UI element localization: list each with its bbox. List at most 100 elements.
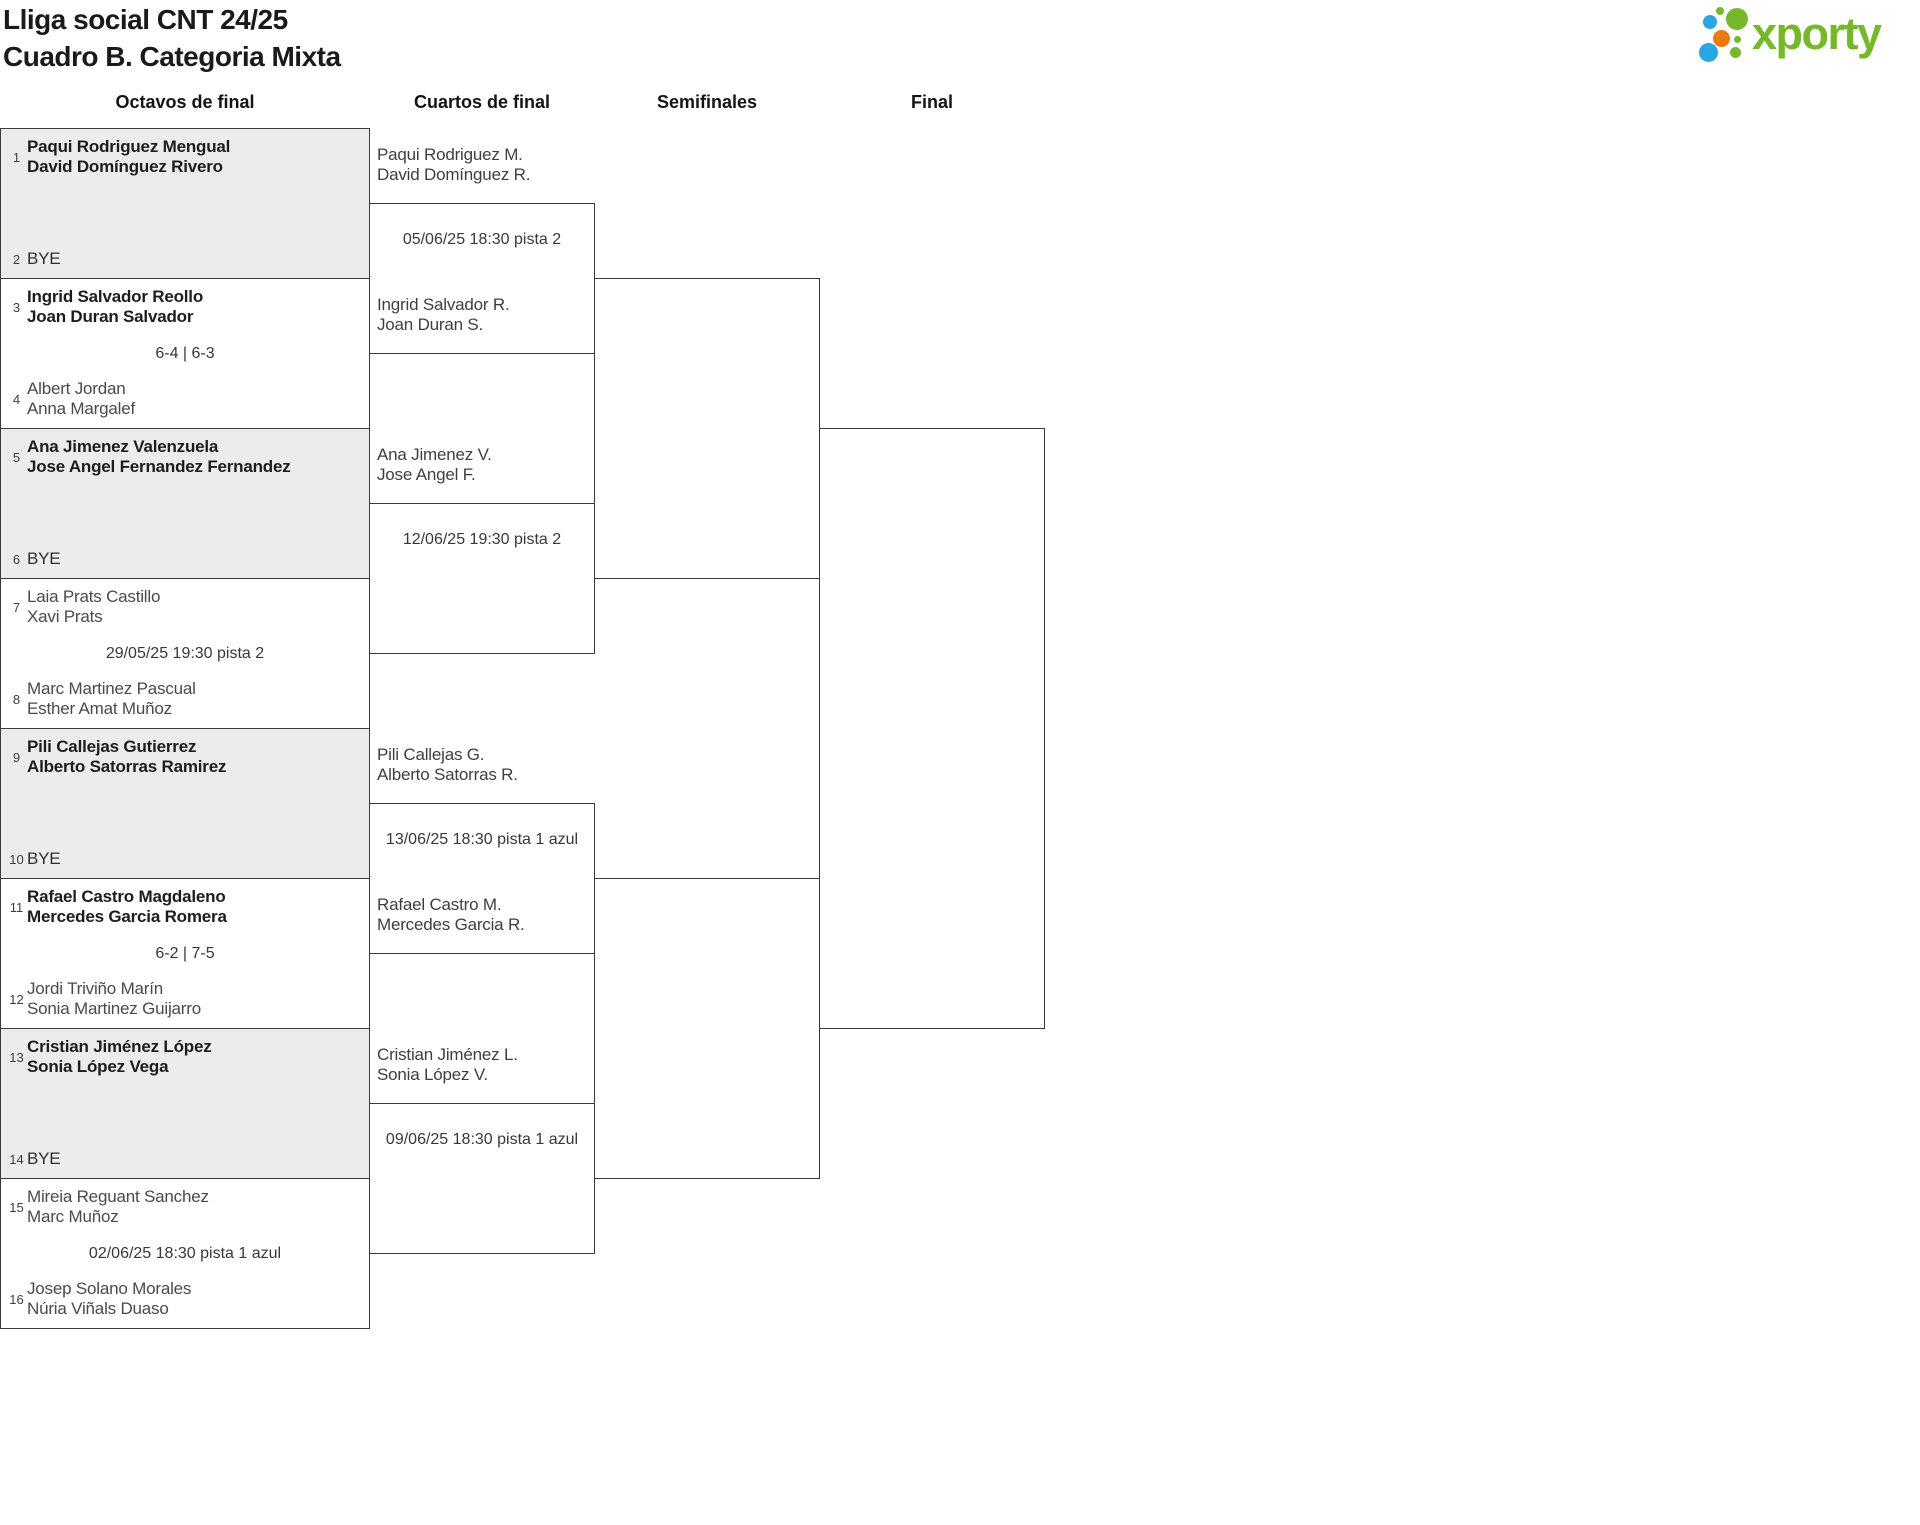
team-name-line: Albert Jordan	[27, 379, 126, 398]
bye-label: BYE	[27, 1149, 365, 1169]
team-name-line: Josep Solano Morales	[27, 1279, 192, 1298]
logo-dot-green-small	[1730, 47, 1741, 58]
qf-winner-label: Rafael Castro M.Mercedes Garcia R.	[377, 895, 591, 935]
qf-schedule: 12/06/25 19:30 pista 2	[402, 531, 562, 548]
seed-number: 10	[9, 851, 24, 867]
seed-number: 7	[12, 599, 21, 615]
seed-number: 13	[9, 1049, 24, 1065]
qf-winner-line: Jose Angel F.	[377, 465, 476, 484]
match-score: 6-4 | 6-3	[155, 344, 215, 362]
seed-number: 2	[12, 251, 21, 267]
team-slot: 2 BYE	[6, 249, 365, 269]
seed-number: 14	[9, 1151, 24, 1167]
logo-text: xporty	[1752, 8, 1882, 59]
bye-label: BYE	[27, 549, 365, 569]
team-name-line: BYE	[27, 849, 61, 868]
final-match-box	[819, 428, 1045, 1029]
seed-number: 16	[9, 1291, 24, 1307]
team-name-line: Pili Callejas Gutierrez	[27, 737, 197, 756]
seed-number: 1	[12, 149, 21, 165]
qf-winner-line: Ana Jimenez V.	[377, 445, 492, 464]
seed-number: 5	[12, 449, 21, 465]
qf-winner-line: Sonia López V.	[377, 1065, 488, 1084]
qf-winner-label: Cristian Jiménez L.Sonia López V.	[377, 1045, 591, 1085]
team-name-line: Jose Angel Fernandez Fernandez	[27, 457, 291, 476]
logo-dot-blue-small	[1703, 15, 1717, 29]
team-name-line: Anna Margalef	[27, 399, 135, 418]
team-name-line: Joan Duran Salvador	[27, 307, 194, 326]
qf-winner-line: Joan Duran S.	[377, 315, 484, 334]
qf-schedule: 05/06/25 18:30 pista 2	[402, 231, 562, 248]
seed-number: 3	[12, 299, 21, 315]
team-name-line: David Domínguez Rivero	[27, 157, 223, 176]
team-name-line: BYE	[27, 1149, 61, 1168]
logo-dot-green-tiny	[1716, 7, 1724, 15]
bye-label: BYE	[27, 849, 365, 869]
seed-number: 12	[9, 991, 24, 1007]
round-header-1: Octavos de final	[115, 92, 255, 112]
xporty-logo: xporty	[1690, 2, 1918, 70]
round-header-4: Final	[910, 92, 953, 112]
qf-winner-line: Alberto Satorras R.	[377, 765, 518, 784]
team-name-line: BYE	[27, 249, 61, 268]
qf-winner-label: Ana Jimenez V.Jose Angel F.	[377, 445, 591, 485]
tournament-subtitle: Cuadro B. Categoria Mixta	[3, 41, 341, 72]
seed-number: 6	[12, 551, 21, 567]
tournament-title: Lliga social CNT 24/25	[3, 4, 288, 35]
seed-number: 15	[9, 1199, 24, 1215]
qf-winner-label: Paqui Rodriguez M.David Domínguez R.	[377, 145, 591, 185]
seed-number: 11	[9, 899, 24, 915]
qf-winner-label: Ingrid Salvador R.Joan Duran S.	[377, 295, 591, 335]
qf-winner-line: Pili Callejas G.	[377, 745, 485, 764]
team-name-line: Jordi Triviño Marín	[27, 979, 164, 998]
team-name-line: Ingrid Salvador Reollo	[27, 287, 204, 306]
team-name-line: Núria Viñals Duaso	[27, 1299, 169, 1318]
seed-number: 9	[12, 749, 21, 765]
qf-winner-line: Cristian Jiménez L.	[377, 1045, 518, 1064]
qf-winner-line: David Domínguez R.	[377, 165, 531, 184]
team-name-line: Sonia Martinez Guijarro	[27, 999, 201, 1018]
team-name-line: Cristian Jiménez López	[27, 1037, 212, 1056]
logo-dot-green-large	[1726, 8, 1748, 30]
team-name-line: Mercedes Garcia Romera	[27, 907, 227, 926]
round-header-2: Cuartos de final	[413, 92, 551, 112]
qf-winner-line: Paqui Rodriguez M.	[377, 145, 523, 164]
logo-dot-green-mid	[1734, 36, 1741, 43]
team-name-line: Laia Prats Castillo	[27, 587, 161, 606]
match-schedule: 29/05/25 19:30 pista 2	[105, 644, 265, 662]
qf-match-box-4: 09/06/25 18:30 pista 1 azul	[369, 1103, 595, 1254]
qf-winner-line: Mercedes Garcia R.	[377, 915, 525, 934]
team-name-line: BYE	[27, 549, 61, 568]
team-name-line: Xavi Prats	[27, 607, 103, 626]
team-name-line: Esther Amat Muñoz	[27, 699, 172, 718]
qf-schedule: 13/06/25 18:30 pista 1 azul	[385, 831, 579, 848]
bye-label: BYE	[27, 249, 365, 269]
